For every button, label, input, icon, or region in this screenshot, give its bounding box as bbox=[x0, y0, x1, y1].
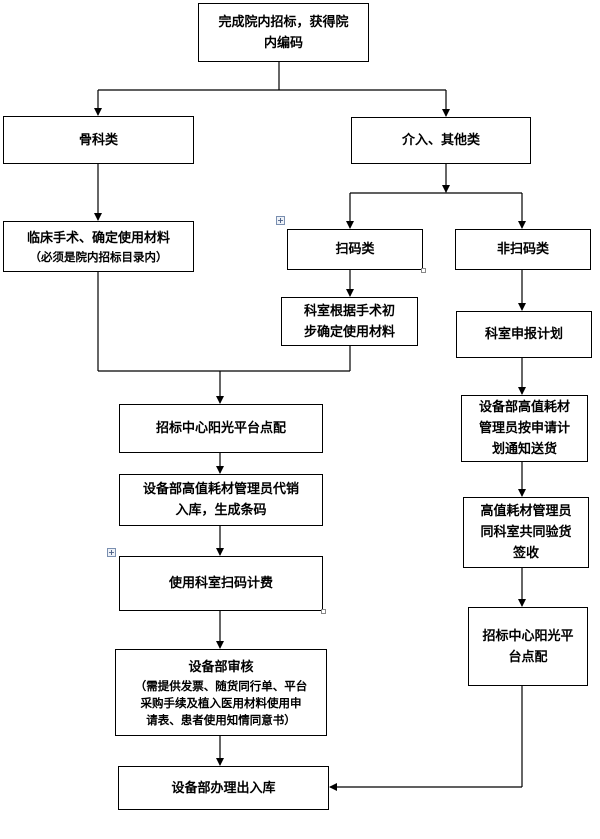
node-consign: 设备部高值耗材管理员代销 入库，生成条码 bbox=[119, 474, 323, 526]
node-dept-confirm: 科室根据手术初 步确定使用材料 bbox=[281, 297, 418, 346]
node-audit: 设备部审核 （需提供发票、随货同行单、平台 采购手续及植入医用材料使用申 请表、… bbox=[115, 649, 327, 736]
resize-handle-icon[interactable] bbox=[321, 609, 326, 614]
node-clinical: 临床手术、确定使用材料 （必须是院内招标目录内） bbox=[3, 221, 194, 272]
node-interv: 介入、其他类 bbox=[351, 117, 531, 164]
node-dept-plan: 科室申报计划 bbox=[456, 311, 592, 358]
node-sunshine-right: 招标中心阳光平 台点配 bbox=[468, 607, 588, 686]
node-ortho: 骨科类 bbox=[3, 116, 194, 164]
node-nonscan: 非扫码类 bbox=[455, 229, 591, 270]
node-sunshine-left: 招标中心阳光平台点配 bbox=[119, 404, 323, 453]
node-start: 完成院内招标，获得院 内编码 bbox=[198, 3, 369, 62]
move-handle-icon[interactable]: + bbox=[276, 216, 285, 225]
node-final: 设备部办理出入库 bbox=[118, 766, 329, 810]
node-scan: 扫码类 bbox=[287, 229, 423, 270]
move-handle-icon[interactable]: + bbox=[107, 548, 116, 557]
node-mgr-notify: 设备部高值耗材 管理员按申请计 划通知送货 bbox=[461, 395, 588, 462]
node-accept: 高值耗材管理员 同科室共同验货 签收 bbox=[463, 497, 589, 568]
resize-handle-icon[interactable] bbox=[421, 268, 426, 273]
node-billing: 使用科室扫码计费 bbox=[119, 556, 323, 611]
